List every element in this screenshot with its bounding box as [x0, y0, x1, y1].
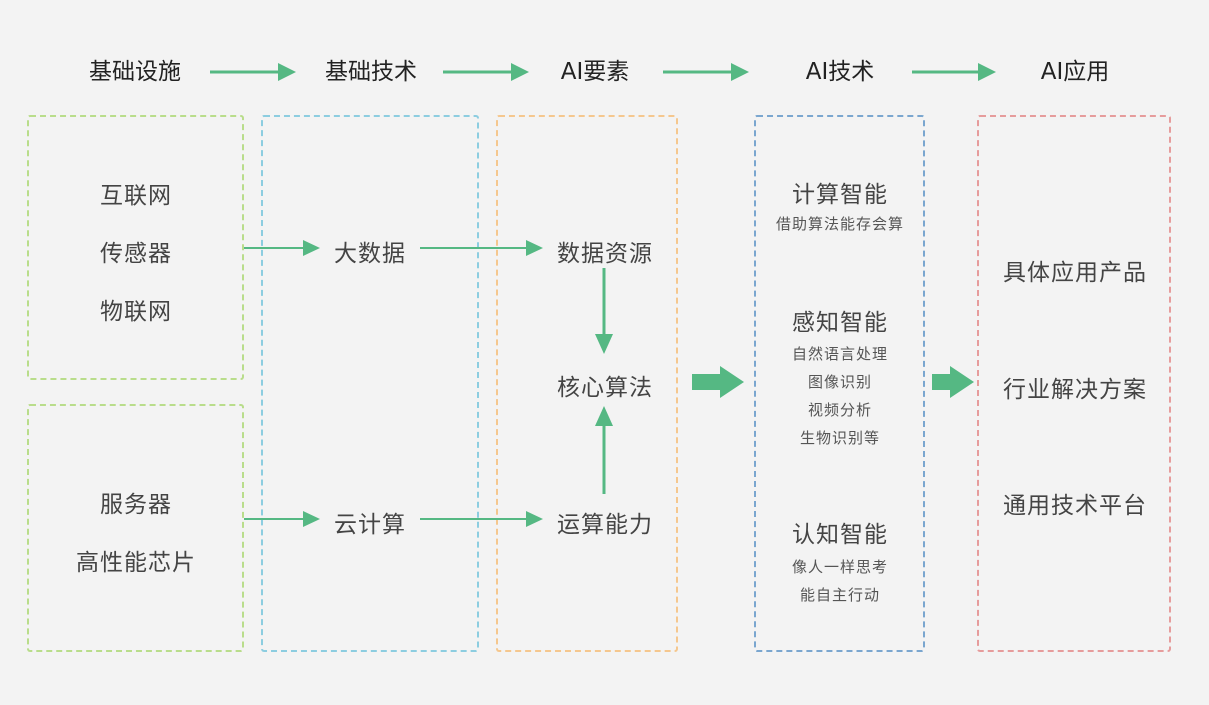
ai-elements-box — [496, 115, 678, 652]
block-arrow-elements-to-aitech — [692, 366, 744, 398]
infra-internet: 互联网 — [100, 183, 172, 209]
computational-intelligence-title: 计算智能 — [792, 182, 888, 208]
perceptual-intelligence-desc-4: 生物识别等 — [799, 429, 881, 447]
cognitive-intelligence-desc-1: 像人一样思考 — [791, 558, 889, 576]
stage-ai-apps: AI应用 — [1040, 59, 1110, 85]
perceptual-intelligence-desc-2: 图像识别 — [807, 373, 873, 391]
infra-iot: 物联网 — [100, 299, 172, 325]
infrastructure-box-top — [27, 115, 244, 380]
header-arrow-2 — [443, 63, 529, 81]
infrastructure-box-bottom — [27, 404, 244, 652]
infra-servers: 服务器 — [100, 492, 172, 518]
cognitive-intelligence-desc-2: 能自主行动 — [799, 586, 881, 604]
ai-apps-box — [977, 115, 1171, 652]
app-industry-solutions: 行业解决方案 — [1003, 377, 1147, 403]
stage-infrastructure: 基础设施 — [89, 59, 181, 85]
arrow-dataresources-to-algorithms — [595, 268, 613, 354]
computing-power-label: 运算能力 — [557, 512, 653, 538]
data-resources-label: 数据资源 — [557, 241, 653, 267]
perceptual-intelligence-desc-1: 自然语言处理 — [791, 345, 889, 363]
cloud-computing-label: 云计算 — [334, 512, 406, 538]
header-arrow-1 — [210, 63, 296, 81]
arrow-infra-to-bigdata — [244, 240, 320, 256]
core-algorithms-label: 核心算法 — [557, 375, 653, 401]
computational-intelligence-desc: 借助算法能存会算 — [775, 215, 905, 233]
stage-ai-tech: AI技术 — [805, 59, 875, 85]
app-tech-platforms: 通用技术平台 — [1003, 493, 1147, 519]
arrow-infra-to-cloud — [244, 511, 320, 527]
cognitive-intelligence-title: 认知智能 — [792, 522, 888, 548]
header-arrow-3 — [663, 63, 749, 81]
app-products: 具体应用产品 — [1003, 260, 1147, 286]
stage-basic-tech: 基础技术 — [325, 59, 417, 85]
header-arrow-4 — [912, 63, 996, 81]
arrow-bigdata-to-dataresources — [420, 240, 543, 256]
arrow-cloud-to-computingpower — [420, 511, 543, 527]
infra-chips: 高性能芯片 — [76, 550, 196, 576]
block-arrow-aitech-to-apps — [932, 366, 974, 398]
stage-ai-elements: AI要素 — [560, 59, 630, 85]
basic-tech-box — [261, 115, 479, 652]
infra-sensors: 传感器 — [100, 241, 172, 267]
perceptual-intelligence-title: 感知智能 — [792, 310, 888, 336]
perceptual-intelligence-desc-3: 视频分析 — [807, 401, 873, 419]
big-data-label: 大数据 — [334, 241, 406, 267]
ai-tech-box — [754, 115, 925, 652]
arrow-computingpower-to-algorithms — [595, 406, 613, 494]
